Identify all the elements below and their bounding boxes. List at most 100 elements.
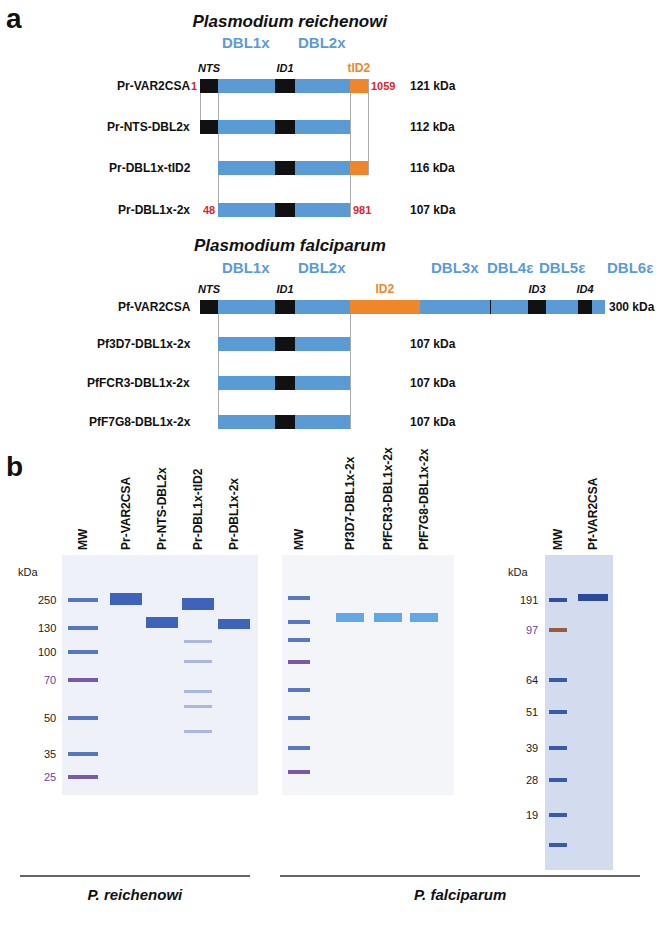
ladder-band xyxy=(549,813,567,817)
domain-segment xyxy=(275,337,295,351)
domain-segment xyxy=(275,376,295,390)
lane-label: Pr-NTS-DBL2x xyxy=(155,467,169,550)
construct-name: PfF7G8-DBL1x-2x xyxy=(89,415,190,429)
marker-label: 35 xyxy=(44,748,56,761)
domain-segment xyxy=(275,161,295,175)
domain-segment xyxy=(218,120,275,134)
protein-band xyxy=(146,617,178,628)
lane-label: PfFCR3-DBL1x-2x xyxy=(381,447,395,550)
construct-name: Pf3D7-DBL1x-2x xyxy=(97,337,190,351)
domain-segment xyxy=(491,300,528,314)
ladder-band xyxy=(288,746,310,750)
ladder-band xyxy=(549,678,567,682)
lane-label: Pf-VAR2CSA xyxy=(586,478,600,550)
ladder-band xyxy=(68,775,98,779)
species-bracket xyxy=(20,875,250,877)
guide-line xyxy=(218,79,219,217)
construct-name: Pr-VAR2CSA xyxy=(117,79,190,93)
mass-label: 107 kDa xyxy=(410,337,455,351)
panel-letter: b xyxy=(6,450,23,484)
marker-label: 51 xyxy=(526,706,538,719)
ladder-band xyxy=(68,752,98,756)
lane-label: Pr-DBL1x-tID2 xyxy=(191,469,205,550)
gel-panel xyxy=(545,555,613,870)
species-title: Plasmodium reichenowi xyxy=(193,12,388,32)
region-label: ID3 xyxy=(529,283,546,296)
ladder-band xyxy=(549,778,567,782)
ladder-band xyxy=(549,628,567,632)
marker-label: 50 xyxy=(44,712,56,725)
construct-name: Pr-DBL1x-2x xyxy=(118,203,190,217)
residue-number: 1 xyxy=(191,80,197,93)
marker-label: 64 xyxy=(526,674,538,687)
guide-line xyxy=(218,314,219,429)
lane-label: Pr-DBL1x-2x xyxy=(227,478,241,550)
domain-segment xyxy=(528,300,546,314)
gel-panel xyxy=(62,555,258,795)
protein-band xyxy=(218,619,250,629)
guide-line xyxy=(350,314,351,429)
domain-label: DBL1x xyxy=(222,34,270,52)
domain-segment xyxy=(350,161,368,175)
residue-number: 1059 xyxy=(371,80,395,93)
domain-segment xyxy=(295,376,350,390)
species-label: P. falciparum xyxy=(414,886,506,904)
species-label: P. reichenowi xyxy=(88,886,183,904)
domain-label: DBL6ε xyxy=(607,259,653,277)
domain-label: DBL3x xyxy=(431,259,479,277)
domain-segment xyxy=(490,300,491,314)
marker-label: 250 xyxy=(38,594,56,607)
domain-label: DBL2x xyxy=(298,34,346,52)
domain-segment xyxy=(295,161,350,175)
species-bracket xyxy=(280,875,640,877)
ladder-band xyxy=(288,660,310,664)
residue-number: 981 xyxy=(353,204,371,217)
panel-letter: a xyxy=(6,2,22,36)
lane-label: PfF7G8-DBL1x-2x xyxy=(417,449,431,550)
construct-name: Pr-DBL1x-tID2 xyxy=(109,161,190,175)
residue-number: 48 xyxy=(203,204,215,217)
faint-band xyxy=(184,705,212,708)
construct-name: PfFCR3-DBL1x-2x xyxy=(87,376,190,390)
faint-band xyxy=(184,660,212,663)
region-label: tID2 xyxy=(348,61,371,75)
faint-band xyxy=(184,730,212,733)
mass-label: 107 kDa xyxy=(410,415,455,429)
ladder-band xyxy=(288,620,310,624)
ladder-band xyxy=(288,716,310,720)
mass-label: 107 kDa xyxy=(410,203,455,217)
ladder-band xyxy=(549,843,567,847)
domain-segment xyxy=(200,300,218,314)
ladder-band xyxy=(288,770,310,774)
ladder-band xyxy=(288,638,310,642)
gel-panel xyxy=(282,555,454,795)
domain-segment xyxy=(275,120,295,134)
ladder-band xyxy=(68,598,98,602)
ladder-band xyxy=(288,596,310,600)
domain-segment xyxy=(218,203,275,217)
domain-segment xyxy=(350,300,420,314)
domain-label: DBL4ε xyxy=(487,259,533,277)
lane-label: Pr-VAR2CSA xyxy=(119,477,133,550)
ladder-band xyxy=(68,650,98,654)
protein-band xyxy=(410,613,438,622)
protein-band xyxy=(374,613,402,622)
ladder-band xyxy=(549,598,567,602)
domain-segment xyxy=(275,415,295,429)
marker-label: 100 xyxy=(38,646,56,659)
marker-label: 19 xyxy=(526,809,538,822)
domain-segment xyxy=(578,300,592,314)
mass-label: 107 kDa xyxy=(410,376,455,390)
protein-band xyxy=(578,594,608,601)
guide-line xyxy=(350,79,351,217)
region-label: NTS xyxy=(198,283,220,296)
domain-segment xyxy=(218,300,275,314)
domain-segment xyxy=(275,300,295,314)
ladder-band xyxy=(549,710,567,714)
ladder-band xyxy=(68,678,98,682)
marker-label: 97 xyxy=(526,624,538,637)
marker-label: 28 xyxy=(526,774,538,787)
domain-segment xyxy=(200,120,218,134)
